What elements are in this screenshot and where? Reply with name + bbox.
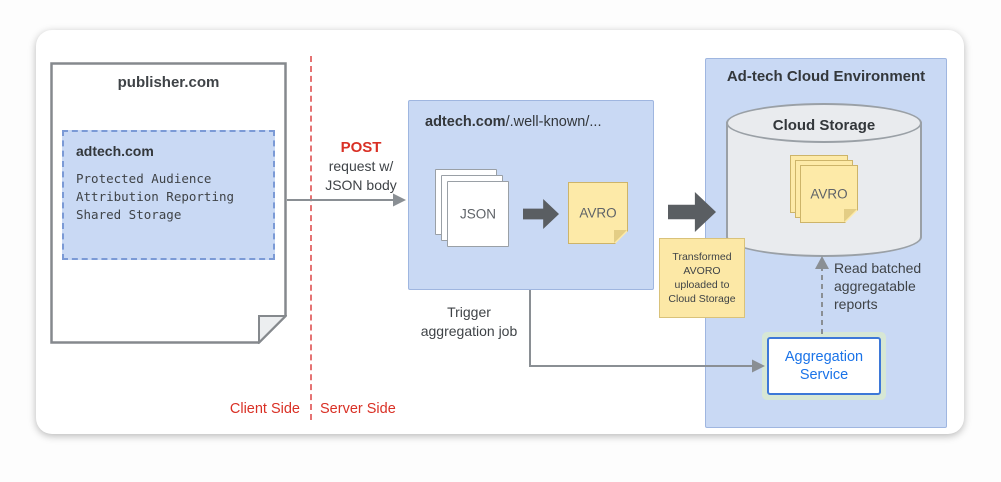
post-line-1: request w/ <box>328 158 394 174</box>
stored-avro-stack: AVRO <box>790 155 862 227</box>
endpoint-path: /.well-known/... <box>505 114 602 130</box>
server-side-label: Server Side <box>320 401 396 417</box>
endpoint-box: adtech.com/.well-known/... JSON AVRO <box>408 100 654 290</box>
cloud-environment-title: Ad-tech Cloud Environment <box>726 68 926 85</box>
api-protected-audience: Protected Audience <box>76 171 212 186</box>
json-sheet-front: JSON <box>447 181 509 247</box>
trigger-label: Trigger aggregation job <box>408 303 530 341</box>
endpoint-domain: adtech.com <box>425 114 506 130</box>
adtech-api-box: adtech.com Protected Audience Attributio… <box>62 130 275 260</box>
aggregation-service-label: Aggregation Service <box>767 337 881 395</box>
trigger-line-1: Trigger <box>447 304 491 320</box>
adtech-api-title: adtech.com <box>76 143 154 159</box>
client-server-divider <box>310 56 312 420</box>
post-line-2: JSON body <box>325 177 397 193</box>
post-request-label: POST request w/ JSON body <box>314 138 408 195</box>
stored-avro-label: AVRO <box>810 186 848 202</box>
cloud-storage-cylinder: Cloud Storage AVRO <box>726 103 922 257</box>
avro-note: AVRO <box>568 182 628 244</box>
api-shared-storage: Shared Storage <box>76 207 182 223</box>
cloud-environment-panel: Ad-tech Cloud Environment Cloud Storage … <box>705 58 947 428</box>
publisher-title: publisher.com <box>117 74 220 91</box>
sticky-fold-icon <box>614 230 627 243</box>
client-side-label: Client Side <box>229 401 300 417</box>
avro-sheet-front: AVRO <box>800 165 858 223</box>
cloud-storage-title: Cloud Storage <box>772 117 876 134</box>
publisher-document: publisher.com adtech.com Protected Audie… <box>50 62 288 345</box>
api-attribution-reporting: Attribution Reporting <box>76 189 235 205</box>
transform-note: Transformed AVORO uploaded to Cloud Stor… <box>659 238 745 318</box>
cylinder-top <box>726 103 922 143</box>
trigger-line-2: aggregation job <box>420 322 518 339</box>
aggregation-service: Aggregation Service <box>762 332 886 400</box>
json-stack: JSON <box>435 169 513 249</box>
endpoint-title: adtech.com/.well-known/... <box>425 114 602 130</box>
json-label: JSON <box>459 206 496 222</box>
post-method: POST <box>340 139 382 156</box>
json-to-avro-arrow-icon <box>523 199 559 229</box>
avro-label: AVRO <box>579 205 617 221</box>
read-reports-label: Read batched aggregatable reports <box>834 260 922 313</box>
sticky-fold-icon <box>844 209 857 222</box>
